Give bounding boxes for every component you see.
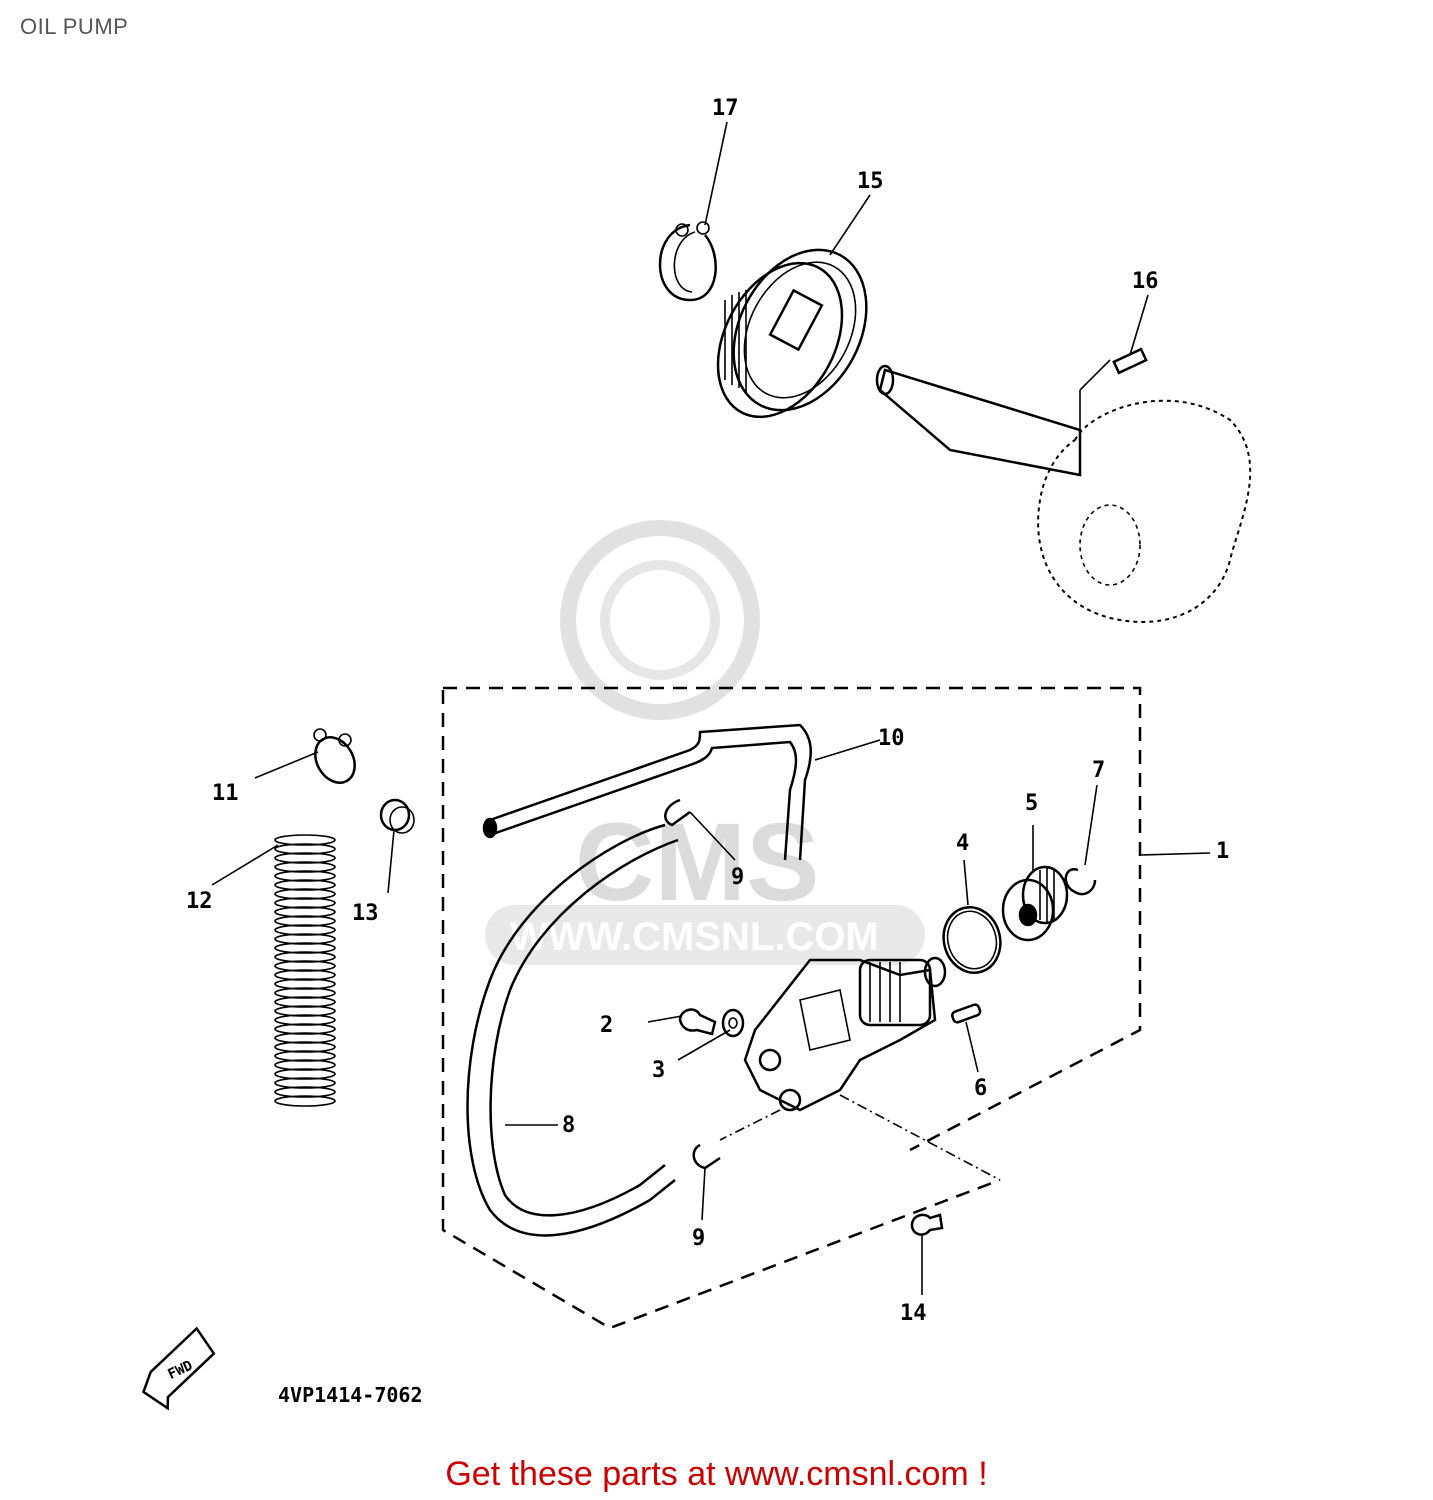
callout-16: 16: [1132, 269, 1159, 294]
pump-assembly-boundary: [441, 686, 1142, 1330]
part-13-collar: [379, 798, 415, 834]
part-5-driven-gear: [1001, 865, 1069, 942]
fwd-label: FWD: [166, 1358, 196, 1383]
watermark-brand: CMS: [575, 801, 819, 924]
part-4-o-ring: [942, 906, 1002, 974]
part-17-circlip: [658, 221, 717, 302]
spring-coil: [274, 1068, 336, 1080]
spring-coil: [274, 978, 336, 990]
callout-10: 10: [878, 726, 905, 751]
fwd-arrow-icon: FWD: [141, 1326, 216, 1411]
oil-pump-body: [743, 956, 947, 1112]
callout-4: 4: [956, 831, 969, 856]
callout-14: 14: [900, 1301, 927, 1326]
callout-9-upper: 9: [731, 865, 744, 890]
cmsnl-link[interactable]: Get these parts at www.cmsnl.com !: [445, 1455, 988, 1493]
callout-3: 3: [652, 1058, 665, 1083]
spring-coil: [274, 1050, 336, 1062]
callout-labels: 1 2 3 4 5 6 7 8 9 9 10 11 12 13 14 15 16…: [186, 96, 1229, 1326]
spring-coil: [274, 1077, 336, 1089]
part-9-clip-upper: [664, 798, 691, 827]
spring-coil: [274, 1041, 336, 1053]
spring-coil: [274, 879, 336, 891]
callout-9-lower: 9: [692, 1226, 705, 1251]
spring-coil: [274, 1086, 336, 1098]
spring-coil: [274, 942, 336, 954]
callout-8: 8: [562, 1113, 575, 1138]
spring-coil: [274, 1095, 336, 1107]
page-title: OIL PUMP: [20, 14, 129, 39]
callout-1: 1: [1216, 839, 1229, 864]
spring-coil: [274, 843, 336, 855]
callout-5: 5: [1025, 791, 1038, 816]
spring-coil: [274, 924, 336, 936]
part-7-circlip: [1064, 867, 1097, 896]
spring-coil: [274, 933, 336, 945]
part-3-washer: [721, 1008, 745, 1038]
spring-coil: [274, 870, 336, 882]
part-8-oil-hose: [466, 823, 679, 1237]
leader-lines: [211, 121, 1211, 1295]
spring-coil: [274, 969, 336, 981]
diagram-code: 4VP1414-7062: [278, 1383, 423, 1407]
callout-15: 15: [857, 169, 884, 194]
part-9-clip-lower: [692, 1143, 721, 1170]
spring-coil: [274, 987, 336, 999]
spring-coil: [274, 1005, 336, 1017]
callout-17: 17: [712, 96, 739, 121]
callout-6: 6: [974, 1076, 987, 1101]
part-6-dowel-pin: [951, 1003, 982, 1024]
callout-13: 13: [352, 901, 379, 926]
callout-7: 7: [1092, 758, 1105, 783]
part-10-oil-hose: [482, 723, 812, 861]
part-11-clamp: [313, 728, 356, 784]
spring-coil: [274, 861, 336, 873]
footer-cta[interactable]: Get these parts at www.cmsnl.com !: [0, 1455, 1433, 1494]
spring-coil: [274, 834, 336, 846]
cms-watermark: CMS WWW.CMSNL.COM: [485, 520, 925, 965]
spring-coil: [274, 1059, 336, 1071]
spring-coil: [274, 1014, 336, 1026]
part-12-spring: [274, 834, 336, 1107]
watermark-url: WWW.CMSNL.COM: [510, 915, 879, 959]
spring-coil: [274, 996, 336, 1008]
spring-coil: [274, 915, 336, 927]
spring-coil: [274, 888, 336, 900]
spring-coil: [274, 1032, 336, 1044]
callout-2: 2: [600, 1013, 613, 1038]
spring-coil: [274, 852, 336, 864]
callout-11: 11: [212, 781, 239, 806]
alignment-line: [719, 1094, 1001, 1181]
part-16-pin-and-shaft: [875, 347, 1252, 623]
part-14-screw: [910, 1213, 944, 1236]
part-15-drive-gear: [716, 248, 868, 419]
callout-12: 12: [186, 889, 213, 914]
spring-coil: [274, 1023, 336, 1035]
spring-coil: [274, 951, 336, 963]
spring-coil: [274, 897, 336, 909]
spring-coil: [274, 960, 336, 972]
part-2-bolt: [678, 1008, 717, 1036]
spring-coil: [274, 906, 336, 918]
